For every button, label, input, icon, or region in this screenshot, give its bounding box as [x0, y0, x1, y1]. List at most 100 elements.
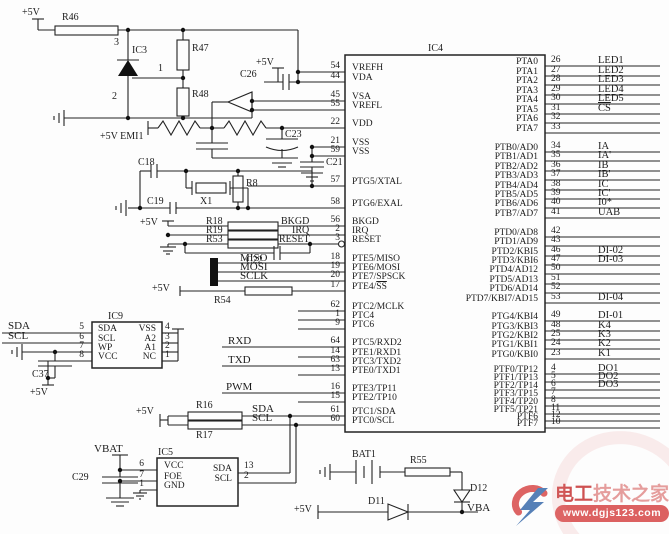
- pin-number: 7: [139, 470, 144, 480]
- pin-number: 54: [330, 61, 341, 71]
- watermark: 电工技术之家 www.dgjs123.com: [508, 468, 669, 532]
- net-reset-label: RESET: [279, 234, 310, 245]
- net-label: LED2: [598, 65, 624, 76]
- pin-label: PTD4/AD12: [489, 265, 538, 275]
- pin-label: PTG2/KBI2: [491, 331, 538, 341]
- pin-label: PTB3/AD3: [494, 171, 538, 181]
- cap-c18-label: C18: [138, 157, 155, 168]
- net-label: K2: [598, 338, 611, 349]
- pin-label: PTC3/TXD2: [352, 357, 402, 367]
- pin-number: 11: [551, 403, 561, 413]
- net-label: IB': [598, 169, 611, 180]
- pin-label: RESET: [352, 235, 382, 245]
- net-rxd-label: RXD: [228, 335, 252, 347]
- pin-number: 58: [330, 197, 341, 207]
- pin-number: 6: [139, 459, 144, 469]
- pin-number: 3: [165, 332, 170, 342]
- power-5v-label: +5V: [140, 217, 158, 228]
- pin-number: 62: [330, 300, 341, 310]
- pin-number: 17: [330, 280, 341, 290]
- ic3-label: IC3: [132, 45, 147, 56]
- junction-dot: [309, 144, 315, 150]
- junction-dot: [180, 75, 186, 81]
- pin-label: PTF6: [516, 412, 538, 422]
- pin-number: 47: [551, 254, 561, 264]
- pin-number: 23: [551, 348, 561, 358]
- pin-number: 44: [330, 71, 341, 81]
- pin-number: 6: [79, 332, 84, 342]
- net-label: LED4: [598, 84, 624, 95]
- net-label: DO3: [598, 379, 619, 390]
- pin-label: VSS: [138, 324, 156, 334]
- resistor-r16: [187, 411, 243, 421]
- pin-label: PTE4/SS: [352, 282, 387, 292]
- pin-number: 34: [551, 141, 561, 151]
- net-sda-label: SDA: [252, 403, 275, 415]
- pin-label: PTG0/KBI0: [491, 350, 538, 360]
- pin-label: PTG1/KBI1: [491, 340, 538, 350]
- pin-label: VCC: [164, 461, 184, 471]
- net-mosi-label: MOSI: [240, 261, 268, 273]
- ic9-body: [91, 321, 163, 369]
- watermark-url[interactable]: www.dgjs123.com: [555, 505, 669, 522]
- buffer-triangle-icon: [226, 91, 253, 113]
- pin-number: 33: [551, 122, 561, 132]
- pin-label: SCL: [98, 334, 116, 344]
- pin-number: 2: [165, 341, 170, 351]
- pin-label: PTA4: [516, 95, 538, 105]
- resistor-r46-label: R46: [62, 12, 79, 23]
- pin-label: PTC4: [352, 311, 375, 321]
- pin-number: 8: [551, 395, 556, 405]
- pin-number: 42: [551, 226, 561, 236]
- pin-number: 48: [551, 320, 561, 330]
- pin-label: PTE2/TP10: [352, 393, 397, 403]
- pin-number: 10: [551, 417, 561, 427]
- pin-label: PTA1: [516, 67, 538, 77]
- pin-number: 38: [551, 179, 561, 189]
- emi-coil-1: [157, 119, 201, 137]
- resistor-r48-label: R48: [192, 89, 209, 100]
- pin-label: FOE: [164, 472, 182, 482]
- pin-label: PTA7: [516, 124, 538, 134]
- pin-label: PTA5: [516, 105, 538, 115]
- pin-label: PTA0: [516, 57, 538, 67]
- junction-dot: [235, 168, 241, 174]
- resistor-r53: [227, 239, 279, 249]
- net-label: IB: [598, 160, 609, 171]
- junction-dot: [117, 467, 123, 473]
- pin-label: VREFL: [352, 101, 383, 111]
- pin-number: 28: [551, 74, 561, 84]
- pin-number: 30: [551, 93, 561, 103]
- junction-dot: [180, 27, 186, 33]
- watermark-logo-icon: [511, 485, 548, 526]
- power-5v-label: +5V: [294, 504, 312, 515]
- junction-dot: [180, 115, 186, 121]
- pin-label: VSS: [352, 138, 370, 148]
- ic3-pin2: 2: [112, 91, 117, 102]
- cap-c23-label: C23: [285, 129, 302, 140]
- resistor-r19: [227, 230, 279, 240]
- net-label: IC': [598, 188, 611, 199]
- junction-dot: [249, 98, 255, 104]
- pin-label: PTB6/AD6: [494, 199, 538, 209]
- junction-dot: [245, 205, 251, 211]
- crystal-x1: [195, 182, 227, 194]
- pin-number: 39: [551, 188, 561, 198]
- pin-number: 3: [335, 233, 340, 243]
- pin-number: 43: [551, 235, 561, 245]
- pin-label: VSS: [352, 147, 370, 157]
- pin-label: PTD2/KBI5: [491, 247, 538, 257]
- pin-label: PTB1/AD1: [494, 152, 538, 162]
- pin-number: 53: [551, 292, 561, 302]
- pin-label: PTA2: [516, 76, 538, 86]
- resistor-r17: [187, 420, 243, 430]
- pin-number: 37: [551, 169, 561, 179]
- watermark-brand: 电工技术之家: [555, 479, 669, 506]
- power-5v-label: +5V: [136, 406, 154, 417]
- pin-label: PTA6: [516, 114, 538, 124]
- watermark-brand-rest: 技术之家: [593, 484, 669, 505]
- pin-number: 57: [330, 175, 341, 185]
- pin-number: 7: [79, 341, 84, 351]
- net-label: I0*: [598, 197, 612, 208]
- pin-label: SDA: [212, 464, 232, 474]
